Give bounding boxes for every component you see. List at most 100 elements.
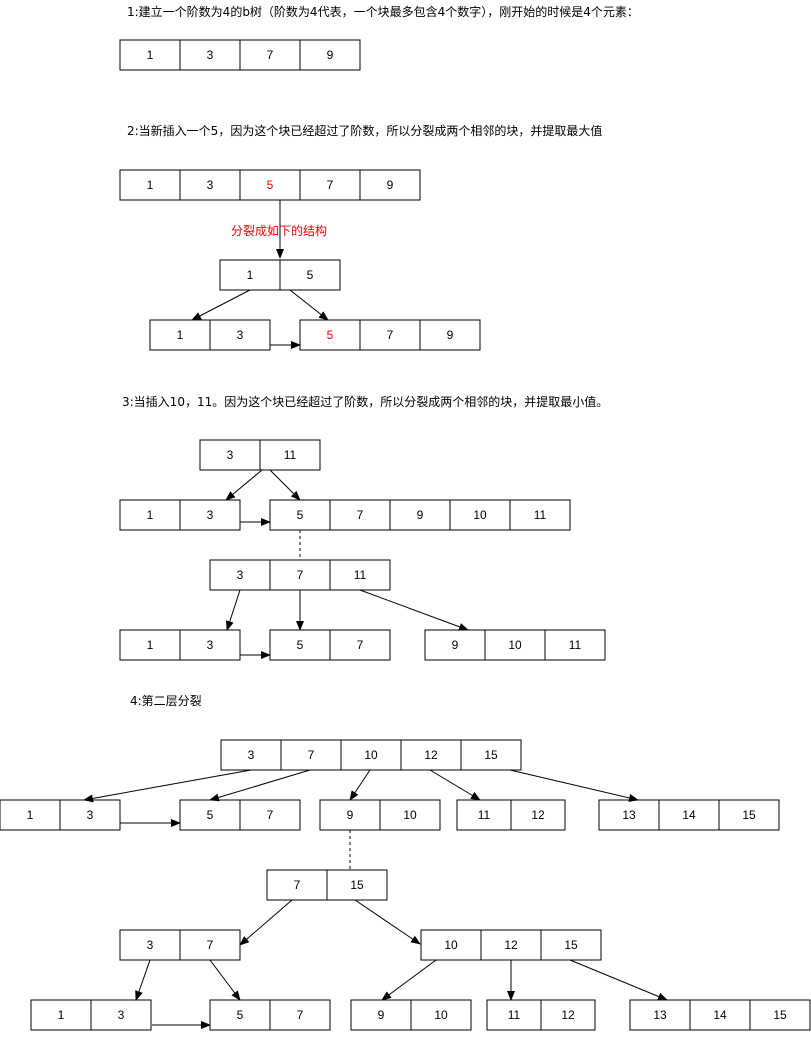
node-cell	[259, 439, 321, 471]
edge-s3-newparent-a	[225, 589, 241, 631]
node-cell	[280, 739, 342, 771]
cell-value: 13	[622, 808, 636, 822]
cell-value: 7	[267, 808, 274, 822]
node-cell	[119, 629, 181, 661]
cell-value: 15	[742, 808, 756, 822]
cell-value: 7	[267, 48, 274, 62]
cell-value: 3	[227, 448, 234, 462]
step3-heading: 3:当插入10，11。因为这个块已经超过了阶数，所以分裂成两个相邻的块，并提取最…	[122, 394, 608, 409]
node-cell	[179, 799, 241, 831]
cell-value: 1	[147, 638, 154, 652]
cell-value: 14	[682, 808, 696, 822]
cell-value: 1	[147, 48, 154, 62]
cell-value: 3	[248, 748, 255, 762]
node-cell	[209, 999, 271, 1031]
cell-value: 5	[327, 328, 334, 342]
edge-s4-top-left	[239, 899, 293, 946]
node-cell	[329, 559, 391, 591]
node-cell	[359, 169, 421, 201]
cell-value: 7	[357, 508, 364, 522]
step1-heading: 1:建立一个阶数为4的b树（阶数为4代表，一个块最多包含4个数字），刚开始的时候…	[127, 4, 639, 19]
edge-s3-newparent-c	[359, 589, 469, 631]
node-cell	[179, 39, 241, 71]
cell-value: 5	[297, 638, 304, 652]
node-cell	[239, 799, 301, 831]
node-cell	[460, 739, 522, 771]
node-cell	[689, 999, 751, 1031]
cell-value: 5	[267, 178, 274, 192]
node-cell	[119, 169, 181, 201]
node-cell	[269, 499, 331, 531]
node-cell	[544, 629, 606, 661]
node-cell	[266, 869, 328, 901]
cell-value: 5	[307, 268, 314, 282]
node-cell	[329, 629, 391, 661]
edge-s4-root-c	[349, 769, 371, 801]
step2-heading: 2:当新插入一个5，因为这个块已经超过了阶数，所以分裂成两个相邻的块，并提取最大…	[127, 123, 602, 138]
cell-value: 11	[508, 1008, 521, 1022]
cell-value: 3	[207, 48, 214, 62]
edge-s4-midleft-a	[135, 959, 151, 1001]
cell-value: 13	[653, 1008, 667, 1022]
node-cell	[326, 869, 388, 901]
cell-value: 7	[297, 1008, 304, 1022]
node-cell	[484, 629, 546, 661]
cell-value: 7	[207, 938, 214, 952]
cell-value: 3	[87, 808, 94, 822]
node-cell	[510, 799, 566, 831]
node-cell	[209, 319, 271, 351]
cell-value: 12	[531, 808, 545, 822]
node-cell	[299, 39, 361, 71]
node-cell	[90, 999, 152, 1031]
cell-value: 15	[773, 1008, 787, 1022]
node-cell	[269, 559, 331, 591]
node-cell	[219, 259, 281, 291]
cell-value: 11	[569, 638, 582, 652]
cell-value: 12	[424, 748, 438, 762]
node-cell	[269, 999, 331, 1031]
cell-value: 10	[508, 638, 522, 652]
node-cell	[199, 439, 261, 471]
node-cell	[749, 999, 811, 1031]
cell-value: 3	[207, 508, 214, 522]
cell-value: 3	[118, 1008, 125, 1022]
cell-value: 14	[713, 1008, 727, 1022]
node-cell	[179, 169, 241, 201]
node-cell	[179, 929, 241, 961]
cell-value: 9	[378, 1008, 385, 1022]
node-cell	[629, 999, 691, 1031]
node-cell	[239, 39, 301, 71]
cell-value: 9	[327, 48, 334, 62]
node-cell	[598, 799, 660, 831]
node-cell	[239, 169, 301, 201]
cell-value: 3	[207, 638, 214, 652]
edge-s3-parent-right	[269, 469, 301, 501]
node-cell	[419, 319, 481, 351]
node-cell	[540, 929, 602, 961]
node-cell	[509, 499, 571, 531]
cell-value: 10	[444, 938, 458, 952]
cell-value: 5	[207, 808, 214, 822]
cell-value: 1	[58, 1008, 65, 1022]
cell-value: 12	[504, 938, 518, 952]
cell-value: 11	[534, 508, 547, 522]
edge-s4-midright-a	[381, 959, 437, 1001]
edge-s2-parent-left	[191, 289, 251, 321]
cell-value: 10	[403, 808, 417, 822]
node-cell	[59, 799, 121, 831]
node-cell	[410, 999, 472, 1031]
s1-initial-node: 1 3 7 9	[119, 39, 361, 71]
node-cell	[119, 929, 181, 961]
cell-value: 3	[147, 938, 154, 952]
node-cell	[329, 499, 391, 531]
node-cell	[299, 169, 361, 201]
cell-value: 15	[350, 878, 364, 892]
cell-value: 9	[387, 178, 394, 192]
